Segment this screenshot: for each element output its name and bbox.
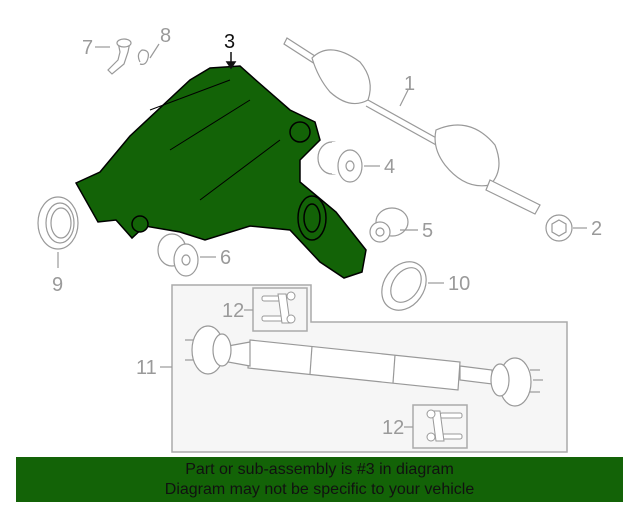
- callout-3[interactable]: 3: [224, 31, 236, 53]
- info-banner: Part or sub-assembly is #3 in diagram Di…: [16, 457, 623, 502]
- bushing-4-icon: [317, 141, 363, 183]
- callout-2[interactable]: 2: [591, 218, 603, 240]
- bolt-kit-top-icon: [261, 291, 296, 324]
- seal-9-icon: [37, 196, 79, 250]
- seal-10-icon: [381, 261, 427, 311]
- bushing-6-icon: [157, 233, 199, 277]
- callout-9[interactable]: 9: [52, 274, 64, 296]
- bushing-5-icon: [369, 207, 409, 243]
- banner-line-1: Part or sub-assembly is #3 in diagram: [185, 461, 454, 478]
- callout-5[interactable]: 5: [422, 220, 434, 242]
- axle-shaft-icon: [283, 37, 541, 215]
- callout-6[interactable]: 6: [220, 247, 232, 269]
- callout-8[interactable]: 8: [160, 25, 172, 47]
- differential-assembly-icon: [74, 65, 367, 279]
- clip-icon: [137, 49, 149, 65]
- bolt-kit-bottom-icon: [426, 409, 463, 442]
- callout-7[interactable]: 7: [82, 37, 94, 59]
- callout-12-bottom[interactable]: 12: [382, 417, 405, 439]
- callout-1[interactable]: 1: [404, 73, 416, 95]
- leader-line-3: [225, 52, 237, 70]
- callout-4[interactable]: 4: [384, 156, 396, 178]
- callout-12-top[interactable]: 12: [222, 300, 245, 322]
- callout-10[interactable]: 10: [448, 273, 471, 295]
- driveshaft-icon: [185, 325, 543, 407]
- leader-lines: [57, 43, 587, 428]
- callout-11[interactable]: 11: [136, 357, 157, 379]
- vent-icon: [107, 38, 132, 75]
- banner-line-2: Diagram may not be specific to your vehi…: [164, 481, 475, 498]
- nut-icon: [545, 214, 573, 242]
